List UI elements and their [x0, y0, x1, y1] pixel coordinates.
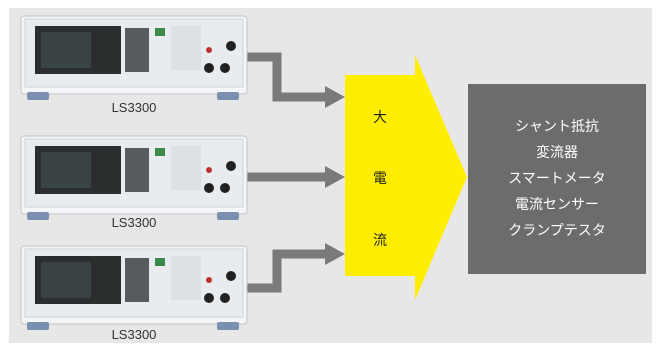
target-item-smart-meter: スマートメータ: [508, 171, 606, 187]
instrument-2-caption: LS3300: [111, 215, 157, 230]
arrow-label-char-2: 電: [373, 171, 387, 187]
target-item-current-transformer: 変流器: [536, 145, 578, 161]
connector-3: [247, 249, 327, 293]
instrument-2: [20, 135, 248, 220]
diagram-canvas: LS3300 LS3300 LS3300 大 電 流 シャント抵抗 変流器 スマ…: [9, 8, 652, 343]
instrument-3: [20, 245, 248, 330]
target-item-shunt: シャント抵抗: [515, 119, 599, 135]
arrow-label-char-3: 流: [373, 233, 387, 249]
instrument-1-caption: LS3300: [111, 100, 157, 115]
instrument-1: [20, 15, 248, 100]
connector-2-head: [325, 166, 345, 188]
instrument-3-caption: LS3300: [111, 327, 157, 342]
connector-1: [247, 52, 327, 102]
arrow-label-char-1: 大: [373, 110, 387, 126]
connector-1-head: [325, 86, 345, 108]
target-item-current-sensor: 電流センサー: [515, 197, 599, 213]
target-item-clamp-tester: クランプテスタ: [508, 223, 606, 239]
target-devices-box: シャント抵抗 変流器 スマートメータ 電流センサー クランプテスタ: [468, 84, 646, 274]
diagram-shapes: [20, 15, 467, 330]
connector-3-head: [325, 243, 345, 265]
large-current-arrow: [345, 55, 467, 300]
